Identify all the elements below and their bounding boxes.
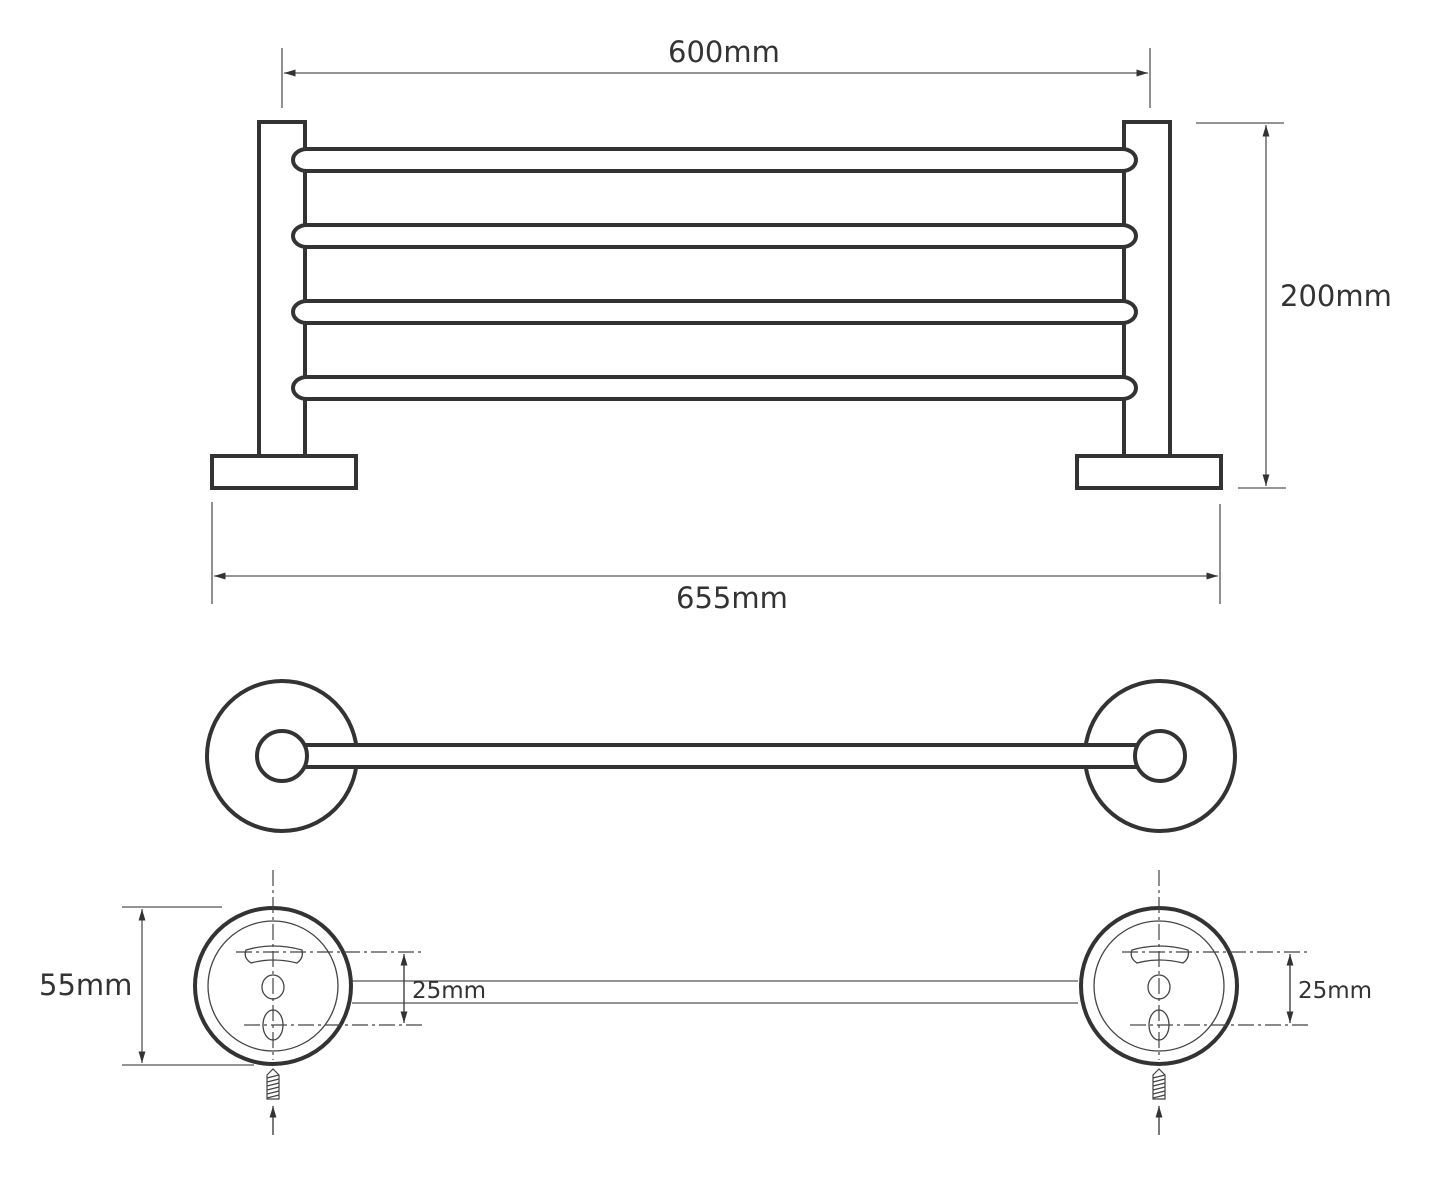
label-flange-diameter: 55mm [39, 968, 133, 1002]
top-rail [298, 743, 1142, 769]
right-screw [1152, 1068, 1166, 1100]
right-post-top [1133, 729, 1187, 783]
right-mount-plate [1079, 870, 1309, 1135]
right-post [1122, 120, 1172, 458]
front-view [210, 120, 1223, 490]
label-rail-span: 600mm [668, 35, 780, 69]
label-height: 200mm [1280, 279, 1392, 313]
top-view [205, 679, 1237, 833]
dim-height [1196, 122, 1286, 489]
label-overall-width: 655mm [676, 581, 788, 615]
left-post-top [255, 729, 309, 783]
dim-flange-diameter [122, 906, 254, 1066]
left-screw [266, 1068, 280, 1100]
left-post [257, 120, 307, 458]
dim-overall-width [211, 502, 1221, 604]
bars [291, 147, 1138, 401]
label-hole-spacing-left: 25mm [412, 978, 487, 1004]
left-base [210, 454, 358, 490]
label-hole-spacing-right: 25mm [1298, 978, 1373, 1004]
right-base [1075, 454, 1223, 490]
mounting-view [122, 870, 1309, 1135]
left-mount-plate [193, 870, 422, 1135]
dim-rail-span [281, 48, 1151, 108]
